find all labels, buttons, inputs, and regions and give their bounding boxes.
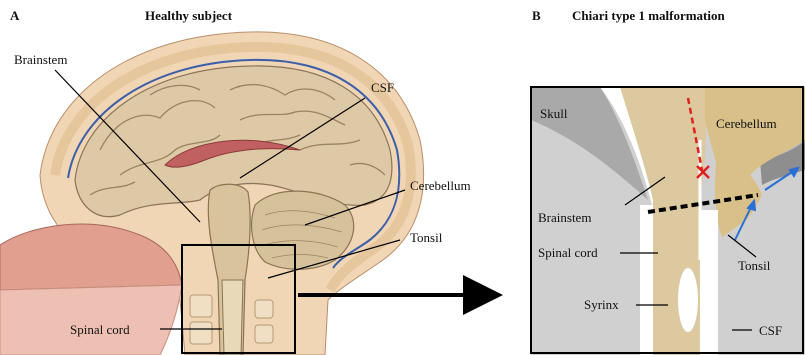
canal-white-right	[700, 210, 718, 355]
label-tonsil-b: Tonsil	[738, 258, 771, 273]
label-brainstem-b: Brainstem	[538, 210, 591, 225]
panel-b-letter: B	[532, 8, 541, 23]
syrinx-shape	[678, 268, 698, 332]
label-syrinx-b: Syrinx	[584, 297, 619, 312]
face-lower	[0, 285, 182, 355]
label-spinal-cord-b: Spinal cord	[538, 245, 598, 260]
label-tonsil-a: Tonsil	[410, 230, 443, 245]
panel-a: A Healthy subject	[0, 8, 495, 355]
label-brainstem-a: Brainstem	[14, 52, 67, 67]
panel-a-title: Healthy subject	[145, 8, 233, 23]
head-illustration	[0, 32, 424, 355]
panel-b-title: Chiari type 1 malformation	[572, 8, 726, 23]
spinal-cord-shape	[222, 280, 243, 355]
label-csf-b: CSF	[759, 323, 782, 338]
label-cerebellum-a: Cerebellum	[410, 178, 471, 193]
panel-a-letter: A	[10, 8, 20, 23]
label-skull-b: Skull	[540, 106, 568, 121]
panel-b: B Chiari type 1 malformation	[531, 8, 805, 355]
canal-white	[640, 205, 653, 355]
label-cerebellum-b: Cerebellum	[716, 116, 777, 131]
label-spinal-cord-a: Spinal cord	[70, 322, 130, 337]
label-csf-a: CSF	[371, 80, 394, 95]
